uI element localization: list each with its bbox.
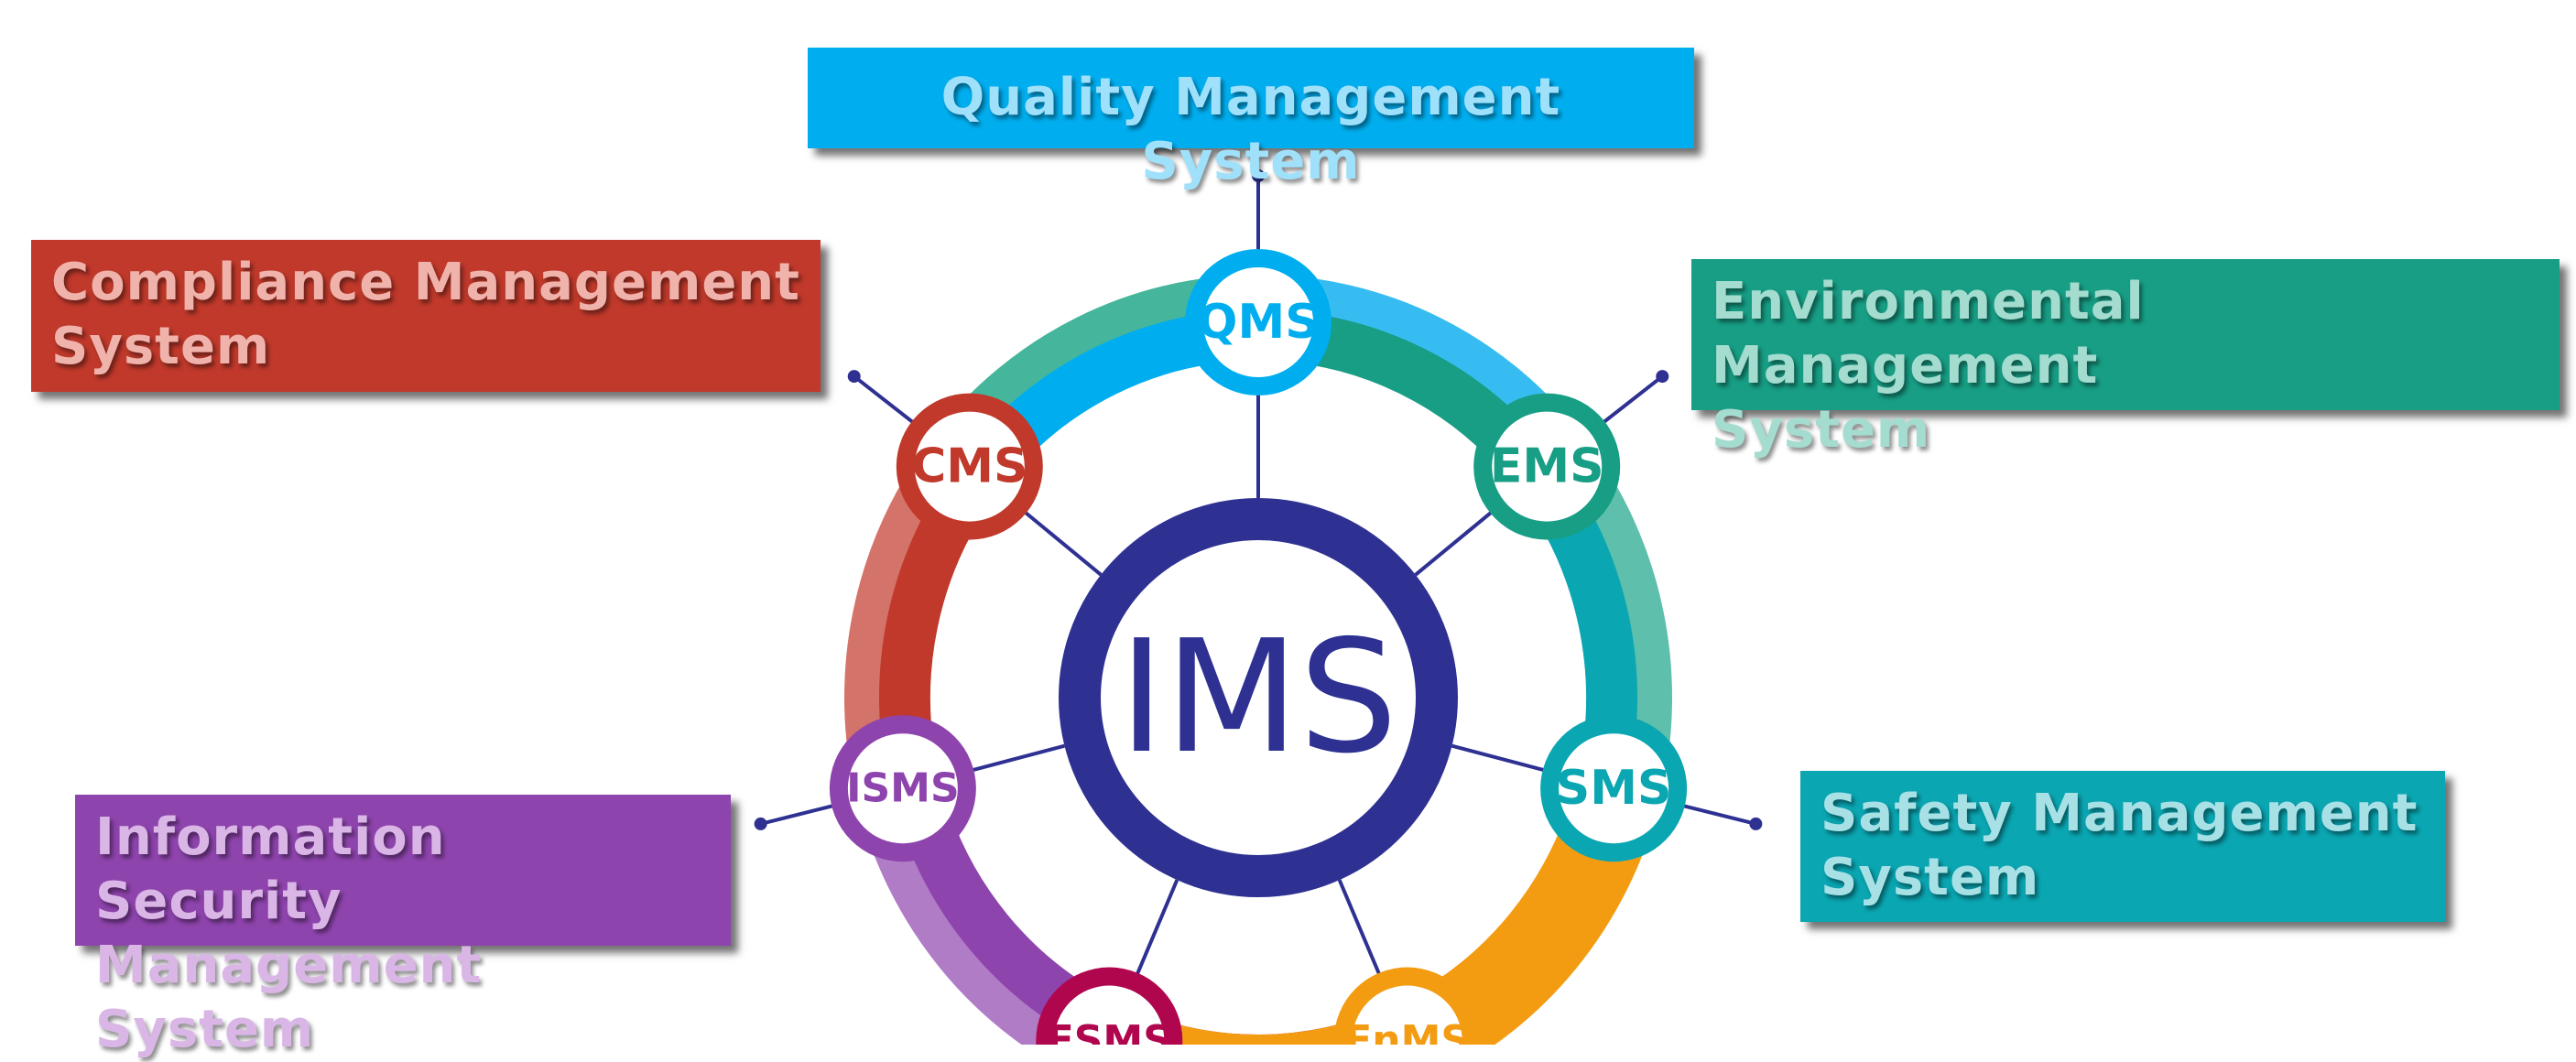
node-qms[interactable]: QMS — [1185, 249, 1331, 396]
label-qms-line-1: Quality Management System — [940, 68, 1561, 191]
node-label-qms: QMS — [1197, 295, 1319, 350]
connector-dot-cms — [847, 370, 861, 384]
label-box-isms[interactable]: Information Security Management System — [75, 795, 731, 1059]
ims-hub: IMS — [1059, 498, 1458, 897]
label-box-cms[interactable]: Compliance Management System — [31, 240, 821, 392]
connector-dot-isms — [754, 817, 767, 830]
node-center — [1203, 267, 1313, 377]
node-label-cms: CMS — [911, 439, 1027, 494]
node-center — [914, 411, 1025, 522]
node-sms[interactable]: SMS — [1540, 715, 1688, 862]
system-nodes: QMS EMS SMS EnMS ESMS ISMS CMS — [829, 249, 1688, 1045]
node-center — [1054, 985, 1165, 1045]
node-cms[interactable]: CMS — [896, 393, 1043, 540]
node-label-ems: EMS — [1490, 439, 1604, 494]
label-box-sms[interactable]: Safety Management System — [1800, 771, 2445, 922]
node-center — [1352, 985, 1462, 1045]
label-isms-line-1: Information Security — [95, 807, 446, 931]
label-sms-line-1: Safety Management — [1821, 784, 2418, 843]
label-ems-line-2: System — [1712, 400, 1931, 460]
node-center — [1492, 411, 1603, 522]
ims-hub-label: IMS — [1119, 607, 1398, 788]
label-box-ems[interactable]: Environmental Management System — [1691, 259, 2560, 460]
label-sms-line-2: System — [1821, 848, 2040, 907]
connector-dot-ems — [1656, 370, 1669, 384]
node-esms[interactable]: ESMS — [1036, 967, 1183, 1045]
label-box-qms[interactable]: Quality Management System — [808, 48, 1694, 191]
node-isms[interactable]: ISMS — [829, 715, 976, 862]
label-cms-line-2: System — [51, 317, 271, 376]
node-ems[interactable]: EMS — [1473, 393, 1621, 540]
connector-dot-qms — [1252, 169, 1265, 182]
connector-dot-sms — [1749, 817, 1763, 830]
node-center — [1559, 733, 1669, 844]
node-enms[interactable]: EnMS — [1333, 967, 1481, 1045]
ims-hub-ring — [1059, 498, 1458, 897]
node-center — [847, 733, 958, 844]
node-label-sms: SMS — [1556, 761, 1672, 816]
node-label-isms: ISMS — [846, 765, 960, 812]
label-cms-line-1: Compliance Management — [51, 253, 800, 312]
node-label-esms: ESMS — [1047, 1017, 1172, 1045]
label-ems-line-1: Environmental Management — [1712, 272, 2145, 396]
label-isms-line-2: Management System — [95, 936, 483, 1059]
node-label-enms: EnMS — [1344, 1017, 1470, 1045]
